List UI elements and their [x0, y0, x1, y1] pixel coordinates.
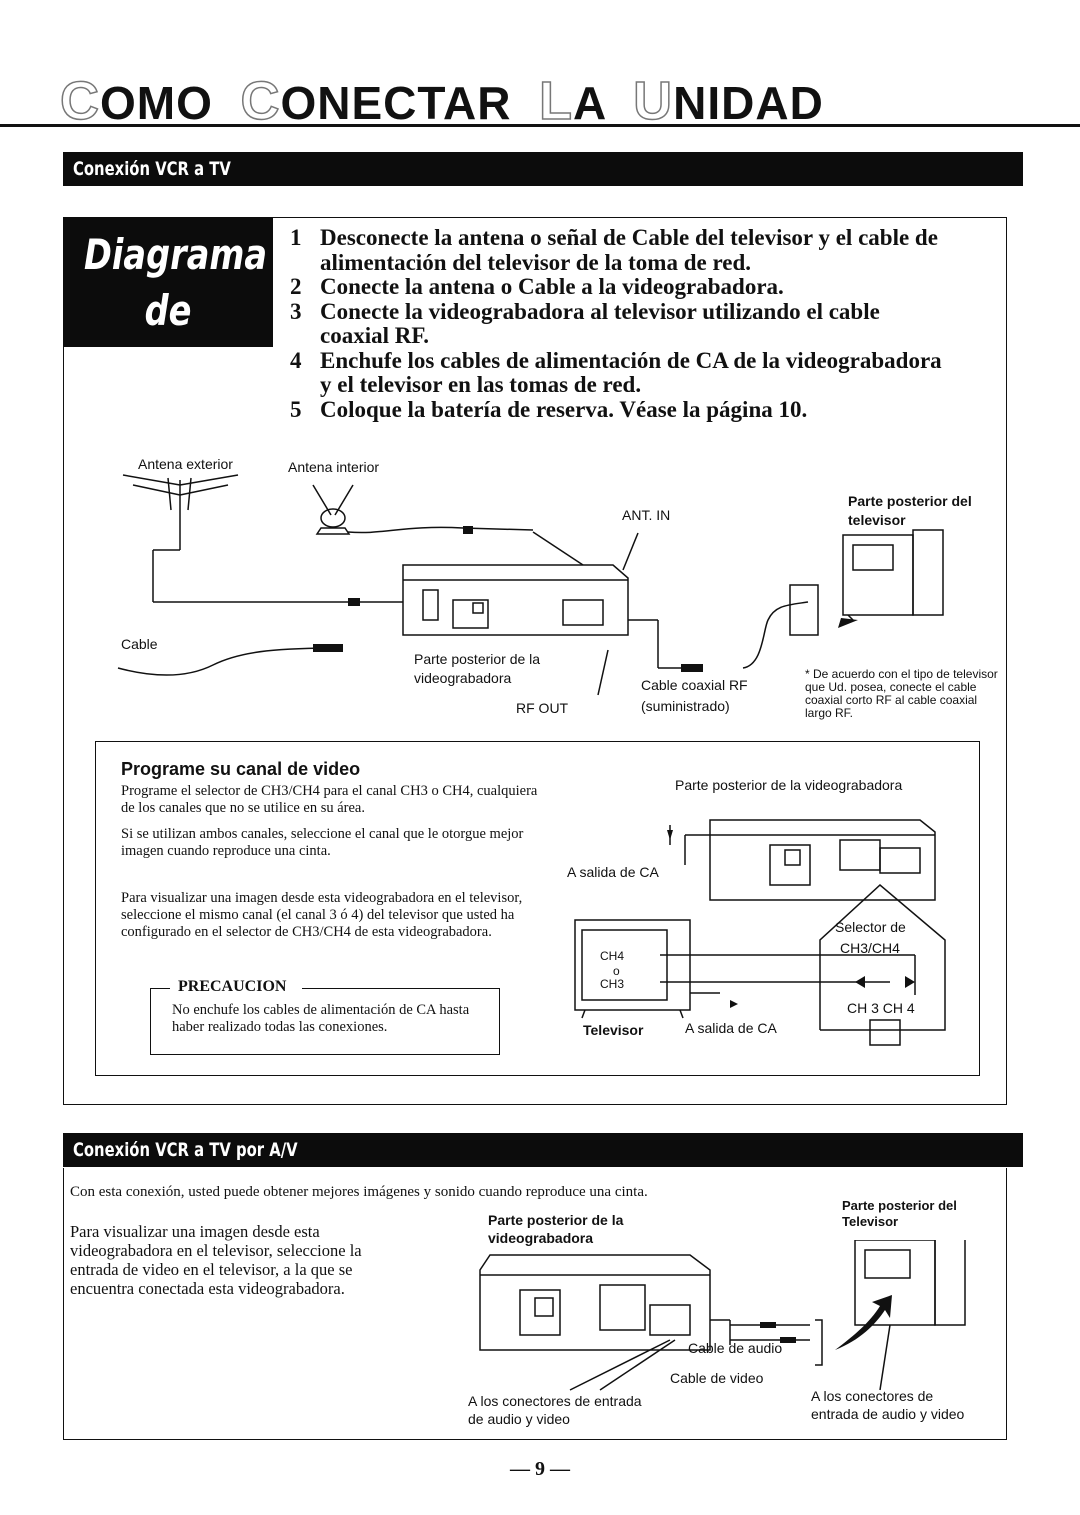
label-ant-in: ANT. IN	[622, 507, 671, 523]
vcr-back-small-icon	[669, 819, 936, 901]
label-rf-out: RF OUT	[516, 700, 569, 716]
arrow-icon	[835, 1295, 892, 1350]
tv-back-av-icon	[854, 1240, 966, 1391]
label-antena-interior: Antena interior	[288, 459, 380, 475]
indoor-antenna-icon	[312, 484, 534, 535]
av-vcr-back-1: Parte posterior de la	[488, 1212, 624, 1228]
caution-box	[150, 988, 500, 1055]
label-tv-back-2: televisor	[848, 512, 906, 528]
label-vcr-back-1: Parte posterior de la	[414, 651, 541, 667]
section-bar-vcr-tv-av: Conexión VCR a TV por A/V	[63, 1133, 1023, 1167]
label-tv-back-1: Parte posterior del	[848, 493, 972, 509]
label-cable: Cable	[121, 636, 158, 652]
caution-rule-left	[150, 988, 170, 989]
title-word-1: COMO	[59, 70, 213, 132]
av-video-cable: Cable de video	[670, 1370, 764, 1386]
vcr-back-icon	[402, 531, 629, 636]
av-para: Para visualizar una imagen desde esta vi…	[70, 1222, 362, 1298]
diagram-title-box: Diagrama de conexión	[63, 217, 273, 391]
selector-callout-icon	[819, 884, 946, 1046]
vcr-back-av-icon	[479, 1254, 711, 1351]
av-tv-back-2: Televisor	[842, 1214, 899, 1229]
label-coax-1: Cable coaxial RF	[641, 677, 748, 693]
program-diagram	[574, 819, 946, 1046]
title-rule	[0, 124, 1080, 127]
page-number: — 9 —	[510, 1458, 570, 1480]
page-title: COMO CONECTAR LA UNIDAD	[59, 70, 824, 132]
title-word-2: CONECTAR	[240, 70, 512, 132]
program-ch3: CH3	[600, 977, 625, 991]
section-bar-vcr-tv: Conexión VCR a TV	[63, 152, 1023, 186]
program-ch-switch: CH 3 CH 4	[847, 1000, 915, 1016]
program-televisor: Televisor	[583, 1022, 644, 1038]
av-in-left-1: A los conectores de entrada	[468, 1393, 642, 1409]
program-para-2: Si se utilizan ambos canales, seleccione…	[121, 826, 524, 859]
title-word-4: UNIDAD	[632, 70, 824, 132]
program-selector-2: CH3/CH4	[840, 940, 900, 956]
program-ac-out-2: A salida de CA	[685, 1020, 777, 1036]
caution-rule-right	[302, 988, 500, 989]
section-frame-av	[63, 1168, 1007, 1440]
av-in-right-2: entrada de audio y video	[811, 1406, 965, 1422]
outdoor-antenna-icon	[122, 474, 403, 603]
av-in-left-2: de audio y video	[468, 1411, 570, 1427]
tv-front-icon	[574, 919, 915, 1019]
label-antena-exterior: Antena exterior	[138, 456, 233, 472]
av-vcr-back-2: videograbadora	[488, 1230, 594, 1246]
note-coax: * De acuerdo con el tipo de televisor qu…	[805, 667, 998, 720]
diagram-title-line2: conexión	[84, 342, 254, 391]
caution-text: No enchufe los cables de alimentación de…	[172, 1002, 470, 1035]
title-word-3: LA	[538, 70, 606, 132]
av-tv-back-1: Parte posterior del	[842, 1198, 957, 1213]
connection-diagram	[117, 474, 944, 696]
program-ac-out: A salida de CA	[567, 864, 659, 880]
av-cables-icon	[569, 1319, 823, 1391]
label-coax-2: (suministrado)	[641, 698, 730, 714]
label-vcr-back-2: videograbadora	[414, 670, 512, 686]
program-vcr-back: Parte posterior de la videograbadora	[675, 777, 903, 793]
program-para-3: Para visualizar una imagen desde esta vi…	[121, 890, 523, 940]
diagram-title-line1: Diagrama de	[84, 230, 268, 335]
section-frame-vcr-tv	[63, 217, 1007, 1105]
tv-back-icon	[789, 529, 944, 636]
program-o: o	[613, 964, 620, 978]
program-box	[95, 741, 980, 1076]
av-intro: Con esta conexión, usted puede obtener m…	[70, 1184, 648, 1200]
av-audio-cable: Cable de audio	[688, 1340, 783, 1356]
cable-line-icon	[117, 647, 344, 676]
av-diagram	[479, 1240, 966, 1391]
caution-title: PRECAUCION	[175, 978, 290, 996]
program-heading: Programe su canal de video	[121, 759, 361, 779]
program-para-1: Programe el selector de CH3/CH4 para el …	[121, 783, 538, 816]
program-ch4: CH4	[600, 949, 625, 963]
program-selector-1: Selector de	[835, 919, 906, 935]
av-in-right-1: A los conectores de	[811, 1388, 934, 1404]
coax-cable-icon	[628, 601, 809, 669]
